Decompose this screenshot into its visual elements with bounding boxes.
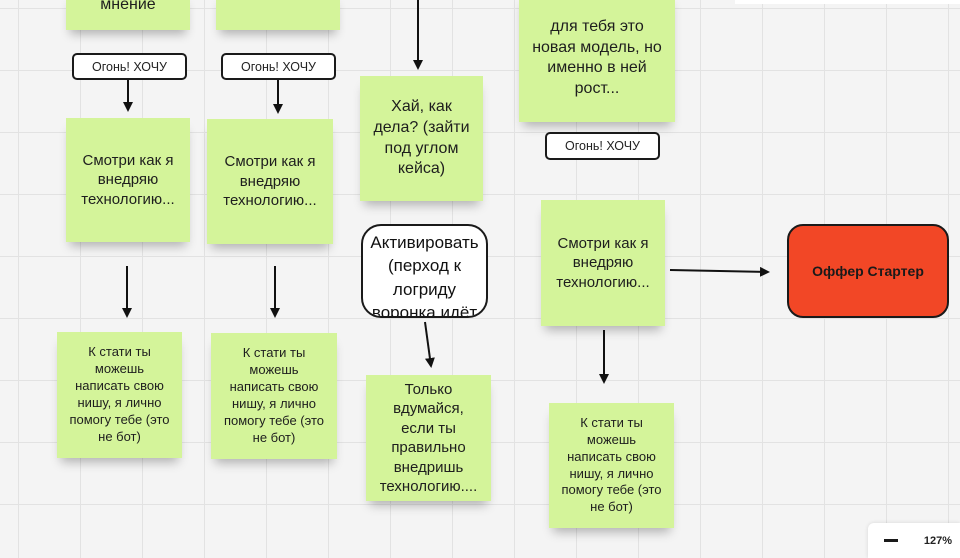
sticky-note-watch-2[interactable]: Смотри как я внедряю технологию... — [207, 119, 333, 244]
sticky-note-text: для тебя это новая модель, но именно в н… — [532, 17, 662, 98]
offer-label: Оффер Стартер — [812, 263, 924, 279]
sticky-note-btw-1[interactable]: К стати ты можешь написать свою нишу, я … — [57, 332, 182, 458]
zoom-out-icon[interactable] — [884, 539, 898, 542]
sticky-note-text: К стати ты можешь написать свою нишу, я … — [69, 344, 170, 444]
pill-label: Огонь! ХОЧУ — [565, 139, 640, 153]
sticky-note-partial[interactable] — [216, 0, 340, 30]
sticky-note-watch-3[interactable]: Смотри как я внедряю технологию... — [541, 200, 665, 326]
sticky-note-hi[interactable]: Хай, как дела? (зайти под углом кейса) — [360, 76, 483, 201]
offer-starter-shape[interactable]: Оффер Стартер — [787, 224, 949, 318]
top-toolbar-edge — [735, 0, 960, 4]
sticky-note-text: Смотри как я внедряю технологию... — [223, 153, 317, 210]
activate-text: Активировать (перход к логриду воронка и… — [370, 233, 479, 318]
sticky-note-text: К стати ты можешь написать свою нишу, я … — [223, 345, 325, 445]
sticky-note-think[interactable]: Только вдумайся, если ты правильно внедр… — [366, 375, 491, 501]
connector-arrow — [669, 266, 770, 277]
sticky-note-text: Смотри как я внедряю технологию... — [556, 234, 650, 291]
sticky-note-text: мнение — [100, 0, 156, 14]
sticky-note-btw-3[interactable]: К стати ты можешь написать свою нишу, я … — [549, 403, 674, 528]
sticky-note-btw-2[interactable]: К стати ты можешь написать свою нишу, я … — [211, 333, 337, 459]
fire-want-button-2[interactable]: Огонь! ХОЧУ — [221, 53, 336, 80]
sticky-note-new-model[interactable]: для тебя это новая модель, но именно в н… — [519, 0, 675, 122]
activate-shape[interactable]: Активировать (перход к логриду воронка и… — [361, 224, 488, 318]
sticky-note-watch-1[interactable]: Смотри как я внедряю технологию... — [66, 118, 190, 242]
fire-want-button-1[interactable]: Огонь! ХОЧУ — [72, 53, 187, 80]
fire-want-button-3[interactable]: Огонь! ХОЧУ — [545, 132, 660, 160]
sticky-note-text: Только вдумайся, если ты правильно внедр… — [379, 380, 478, 496]
connector-arrow — [424, 321, 435, 368]
sticky-note-text: К стати ты можешь написать свою нишу, я … — [561, 414, 662, 515]
sticky-note-text: Смотри как я внедряю технологию... — [81, 151, 175, 208]
pill-label: Огонь! ХОЧУ — [92, 59, 167, 74]
pill-label: Огонь! ХОЧУ — [241, 59, 316, 74]
zoom-level[interactable]: 127% — [923, 534, 952, 547]
zoom-control: 127% — [868, 523, 960, 558]
sticky-note-opinion[interactable]: мнение — [66, 0, 190, 30]
sticky-note-text: Хай, как дела? (зайти под углом кейса) — [373, 97, 470, 178]
